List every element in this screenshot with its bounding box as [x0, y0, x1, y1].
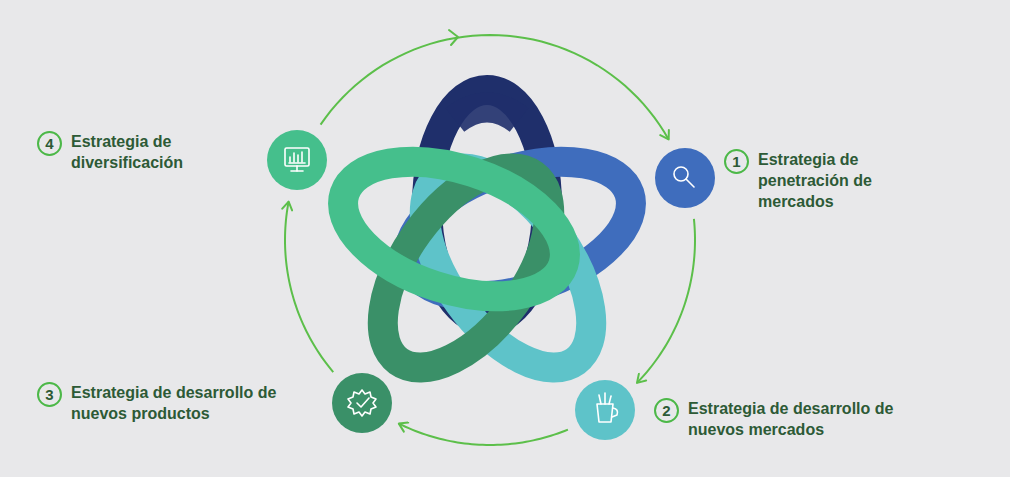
- cycle-arrow: [399, 424, 568, 445]
- pencil-cup-icon: [597, 393, 618, 422]
- strategy-title: Estrategia de diversificación: [71, 131, 236, 173]
- ribbon-overlap: [455, 108, 519, 121]
- strategy-circle: 4Estrategia de diversificación: [267, 130, 327, 190]
- strategy-circle: 3Estrategia de desarrollo de nuevos prod…: [332, 373, 392, 433]
- strategy-circle: 1Estrategia de penetración de mercados: [655, 148, 715, 208]
- strategy-title: Estrategia de desarrollo de nuevos merca…: [688, 398, 903, 440]
- callout-number: 3: [37, 382, 62, 407]
- strategy-label: 4 Estrategia de diversificación: [37, 131, 236, 173]
- strategy-label: 1 Estrategia de penetración de mercados: [724, 149, 908, 212]
- monitor-chart-icon: [285, 148, 309, 171]
- magnifier-icon: [674, 167, 694, 187]
- callout-number: 1: [724, 149, 749, 174]
- strategy-circle: 2Estrategia de desarrollo de nuevos merc…: [575, 380, 635, 440]
- strategy-title: Estrategia de desarrollo de nuevos produ…: [71, 382, 296, 424]
- ribbon-loop: [326, 136, 582, 321]
- strategy-title: Estrategia de penetración de mercados: [758, 149, 908, 212]
- gear-check-icon: [348, 390, 376, 416]
- strategy-label: 3 Estrategia de desarrollo de nuevos prod…: [37, 382, 296, 424]
- cycle-arrow: [285, 202, 333, 372]
- strategy-label: 2 Estrategia de desarrollo de nuevos merc…: [654, 398, 903, 440]
- callout-number: 4: [37, 131, 62, 156]
- cycle-arrow: [321, 35, 669, 139]
- callout-number: 2: [654, 398, 679, 423]
- cycle-arrow: [637, 219, 695, 383]
